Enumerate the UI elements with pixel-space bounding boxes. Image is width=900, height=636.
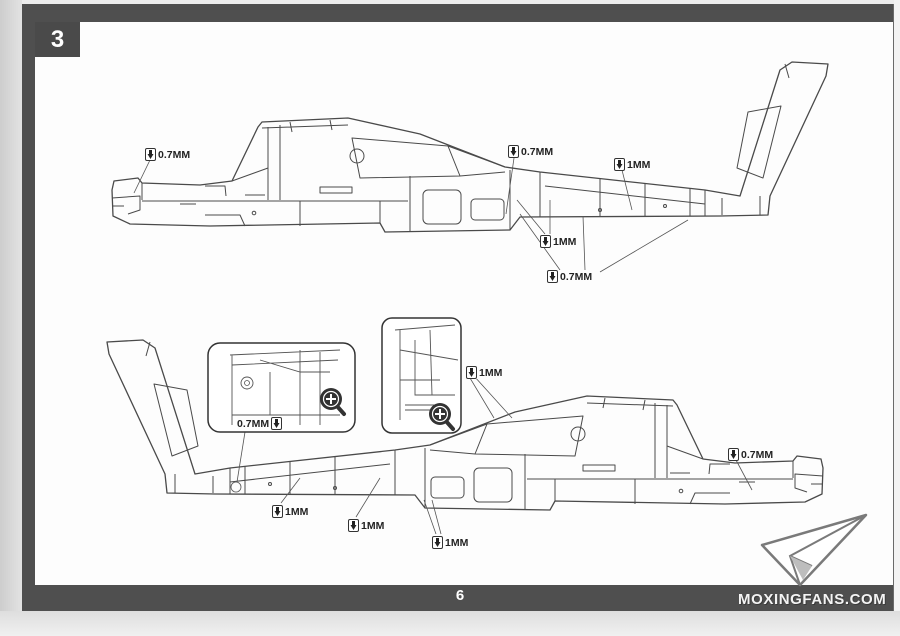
drill-size-label: 1MM bbox=[479, 366, 503, 379]
drill-callout: 0.7MM bbox=[145, 148, 191, 161]
drill-bit-icon bbox=[614, 158, 625, 171]
leader-line bbox=[355, 477, 381, 518]
drill-bit-icon bbox=[466, 366, 477, 379]
drill-callout: 1MM bbox=[272, 505, 309, 518]
drill-size-label: 1MM bbox=[627, 158, 651, 171]
site-watermark: MOXINGFANS.COM bbox=[738, 591, 887, 608]
drill-size-label: 0.7MM bbox=[237, 417, 270, 430]
drill-size-label: 0.7MM bbox=[741, 448, 774, 461]
step-number: 3 bbox=[35, 22, 80, 57]
drill-callout: 0.7MM bbox=[547, 270, 593, 283]
mounting-hole bbox=[230, 481, 242, 493]
leader-line bbox=[735, 459, 753, 491]
drill-bit-icon bbox=[348, 519, 359, 532]
inset-boss bbox=[240, 376, 254, 390]
drill-size-label: 1MM bbox=[553, 235, 577, 248]
inset-frame bbox=[207, 342, 356, 433]
drill-bit-icon bbox=[508, 145, 519, 158]
leader-line bbox=[505, 157, 515, 215]
drill-callout: 1MM bbox=[614, 158, 651, 171]
drill-callout: 1MM bbox=[432, 536, 469, 549]
inset-line-art bbox=[229, 349, 341, 425]
drill-callout: 1MM bbox=[540, 235, 577, 248]
bottom-leader-lines bbox=[230, 375, 753, 535]
right-frame-line bbox=[893, 4, 894, 611]
leader-line bbox=[236, 431, 246, 483]
drill-bit-icon bbox=[540, 235, 551, 248]
drill-size-label: 1MM bbox=[445, 536, 469, 549]
leader-line bbox=[133, 159, 151, 194]
leader-line bbox=[469, 375, 513, 419]
fuselage-left-half bbox=[111, 61, 829, 233]
drill-size-label: 0.7MM bbox=[560, 270, 593, 283]
drill-size-label: 0.7MM bbox=[158, 148, 191, 161]
drill-callout: 1MM bbox=[466, 366, 503, 379]
inset-line-art bbox=[394, 324, 459, 420]
zoom-in-icon bbox=[429, 403, 455, 431]
drill-callout: 0.7MM bbox=[728, 448, 774, 461]
leader-line bbox=[280, 477, 301, 504]
drill-callout: 0.7MM bbox=[237, 417, 283, 430]
leader-line bbox=[423, 499, 442, 535]
drill-callout: 1MM bbox=[348, 519, 385, 532]
inset-detail-right bbox=[381, 317, 462, 434]
scan-binding-edge bbox=[0, 0, 22, 636]
drill-size-label: 0.7MM bbox=[521, 145, 554, 158]
drill-bit-icon bbox=[272, 505, 283, 518]
left-frame-bar bbox=[22, 4, 35, 611]
top-frame-bar bbox=[22, 4, 893, 22]
page-number: 6 bbox=[455, 587, 465, 604]
drill-size-label: 1MM bbox=[285, 505, 309, 518]
drill-bit-icon bbox=[728, 448, 739, 461]
inset-boss-hole bbox=[244, 380, 250, 386]
drill-size-label: 1MM bbox=[361, 519, 385, 532]
drill-bit-icon bbox=[547, 270, 558, 283]
bottom-frame-bar bbox=[22, 585, 893, 611]
scan-bottom-margin bbox=[0, 611, 900, 636]
leader-line bbox=[621, 169, 633, 211]
drill-callout: 0.7MM bbox=[508, 145, 554, 158]
zoom-in-icon bbox=[320, 388, 346, 416]
paper-plane-logo bbox=[760, 513, 868, 587]
inset-detail-left bbox=[207, 342, 356, 433]
leader-line bbox=[516, 199, 551, 235]
drill-bit-icon bbox=[145, 148, 156, 161]
scan-right-margin bbox=[894, 0, 900, 636]
drill-bit-icon bbox=[271, 417, 283, 430]
drill-bit-icon bbox=[432, 536, 443, 549]
